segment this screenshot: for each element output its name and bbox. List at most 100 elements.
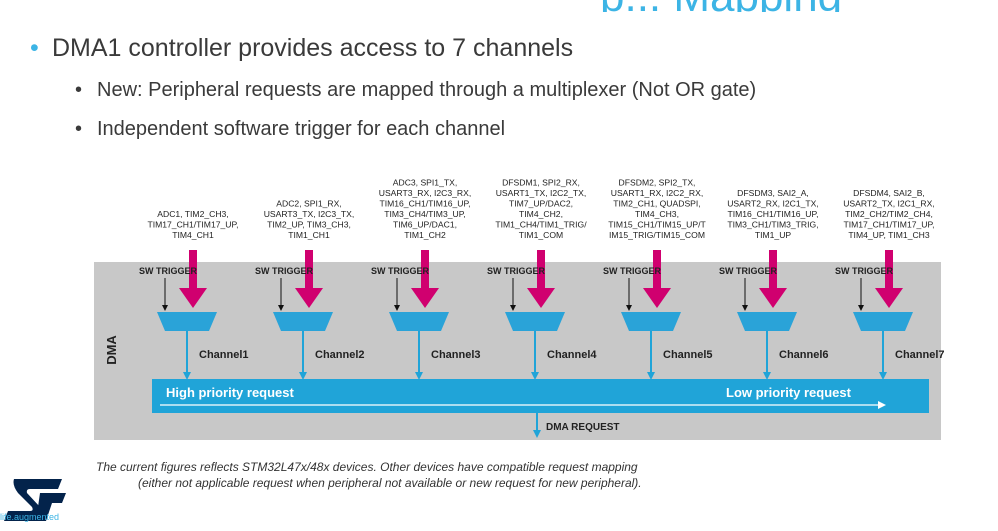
channel-request-text: TIM4_CH1: [172, 230, 214, 240]
channel-request-text: ADC2, SPI1_RX,: [276, 199, 341, 209]
channel-request-text: TIM4_CH2,: [519, 209, 563, 219]
bullet-text: New: Peripheral requests are mapped thro…: [97, 79, 757, 101]
request-arrow-head-icon: [643, 288, 671, 308]
request-arrow-shaft: [537, 250, 545, 290]
channel-mux: [389, 312, 449, 331]
channel-request-text: TIM3_CH1/TIM3_TRIG,: [727, 220, 818, 230]
channel-request-text: USART1_RX, I2C2_RX,: [611, 188, 704, 198]
channel-request-text: TIM2_UP, TIM3_CH3,: [267, 220, 351, 230]
footnote-line-2: (either not applicable request when peri…: [138, 476, 642, 490]
channel-request-text: TIM7_UP/DAC2,: [509, 199, 573, 209]
sw-trigger-arrow-icon: [626, 305, 632, 311]
bullet-text: DMA1 controller provides access to 7 cha…: [52, 34, 574, 62]
channel-request-text: TIM1_CH2: [404, 230, 446, 240]
request-arrow-head-icon: [179, 288, 207, 308]
dma-block-label: DMA: [104, 335, 119, 365]
bullet-main: • DMA1 controller provides access to 7 ch…: [30, 34, 573, 63]
request-arrow-head-icon: [875, 288, 903, 308]
channel-request-text: TIM16_CH1/TIM16_UP,: [727, 209, 818, 219]
sw-trigger-label: SW TRIGGER: [603, 266, 661, 276]
channel-label: Channel1: [199, 349, 249, 361]
bullet-sub-1: • New: Peripheral requests are mapped thr…: [75, 79, 756, 102]
channel-label: Channel5: [663, 349, 713, 361]
channel-request-text: DFSDM3, SAI2_A,: [737, 188, 809, 198]
channel-arrow-icon: [879, 372, 887, 380]
channel-label: Channel6: [779, 349, 829, 361]
bullet-text: Independent software trigger for each ch…: [97, 118, 506, 140]
st-logo-icon: [4, 479, 66, 521]
channel-label: Channel7: [895, 349, 945, 361]
channel-request-text: ADC3, SPI1_TX,: [393, 178, 457, 188]
bullet-dot-icon: •: [75, 79, 83, 101]
channel-request-text: TIM6_UP/DAC1,: [393, 220, 457, 230]
channel-request-text: TIM2_CH2/TIM2_CH4,: [845, 209, 933, 219]
priority-arrow-head-icon: [878, 401, 886, 409]
sw-trigger-label: SW TRIGGER: [371, 266, 429, 276]
sw-trigger-arrow-icon: [278, 305, 284, 311]
channel-mux: [505, 312, 565, 331]
channel-arrow-icon: [531, 372, 539, 380]
high-priority-label: High priority request: [166, 385, 295, 400]
bullet-dot-icon: •: [75, 118, 83, 140]
channel-request-text: TIM1_COM: [519, 230, 563, 240]
channel-mux: [621, 312, 681, 331]
request-arrow-head-icon: [411, 288, 439, 308]
channel-request-text: USART2_RX, I2C1_TX,: [727, 199, 819, 209]
sw-trigger-arrow-icon: [162, 305, 168, 311]
channel-request-text: USART3_RX, I2C3_RX,: [379, 188, 472, 198]
sw-trigger-arrow-icon: [394, 305, 400, 311]
sw-trigger-arrow-icon: [742, 305, 748, 311]
channel-request-text: TIM15_CH1/TIM15_UP/T: [608, 220, 706, 230]
channel-mux: [157, 312, 217, 331]
request-arrow-shaft: [885, 250, 893, 290]
request-arrow-shaft: [189, 250, 197, 290]
channel-request-text: TIM17_CH1/TIM17_UP,: [843, 220, 934, 230]
sw-trigger-label: SW TRIGGER: [255, 266, 313, 276]
channel-arrow-icon: [415, 372, 423, 380]
request-arrow-shaft: [653, 250, 661, 290]
bullet-dot-icon: •: [30, 34, 39, 62]
brand-tagline: life.augmented: [0, 512, 60, 522]
channel-label: Channel3: [431, 349, 481, 361]
footnote-line-1: The current figures reflects STM32L47x/4…: [96, 460, 638, 474]
channel-mux: [737, 312, 797, 331]
channel-request-text: USART2_TX, I2C1_RX,: [843, 199, 935, 209]
channel-arrow-icon: [763, 372, 771, 380]
sw-trigger-label: SW TRIGGER: [835, 266, 893, 276]
sw-trigger-arrow-icon: [858, 305, 864, 311]
channel-request-text: TIM4_CH3,: [635, 209, 679, 219]
slide-title-fragment: p... Mapping: [600, 0, 998, 12]
channel-request-text: TIM1_CH4/TIM1_TRIG/: [495, 220, 587, 230]
sw-trigger-label: SW TRIGGER: [719, 266, 777, 276]
bullet-sub-2: • Independent software trigger for each c…: [75, 118, 505, 141]
footnote: The current figures reflects STM32L47x/4…: [96, 459, 642, 491]
channel-request-text: TIM1_UP: [755, 230, 792, 240]
channel-arrow-icon: [647, 372, 655, 380]
channel-label: Channel4: [547, 349, 597, 361]
request-arrow-shaft: [421, 250, 429, 290]
channel-request-text: DFSDM4, SAI2_B,: [853, 188, 925, 198]
dma-request-arrow-icon: [533, 430, 541, 438]
sw-trigger-arrow-icon: [510, 305, 516, 311]
request-arrow-head-icon: [759, 288, 787, 308]
channel-arrow-icon: [299, 372, 307, 380]
request-arrow-head-icon: [527, 288, 555, 308]
channel-request-text: TIM16_CH1/TIM16_UP,: [379, 199, 470, 209]
channel-arrow-icon: [183, 372, 191, 380]
channel-request-text: TIM4_UP, TIM1_CH3: [848, 230, 930, 240]
channel-mux: [853, 312, 913, 331]
channel-request-text: ADC1, TIM2_CH3,: [157, 209, 228, 219]
priority-bus: [152, 379, 929, 413]
request-arrow-head-icon: [295, 288, 323, 308]
channel-request-text: TIM3_CH4/TIM3_UP,: [384, 209, 466, 219]
channel-request-text: TIM17_CH1/TIM17_UP,: [147, 220, 238, 230]
sw-trigger-label: SW TRIGGER: [139, 266, 197, 276]
dma-request-label: DMA REQUEST: [546, 422, 620, 433]
channel-request-text: USART3_TX, I2C3_TX,: [264, 209, 355, 219]
channel-request-text: DFSDM2, SPI2_TX,: [619, 178, 696, 188]
channel-request-text: USART1_TX, I2C2_TX,: [496, 188, 587, 198]
channel-request-text: IM15_TRIG/TIM15_COM: [609, 230, 705, 240]
request-arrow-shaft: [769, 250, 777, 290]
